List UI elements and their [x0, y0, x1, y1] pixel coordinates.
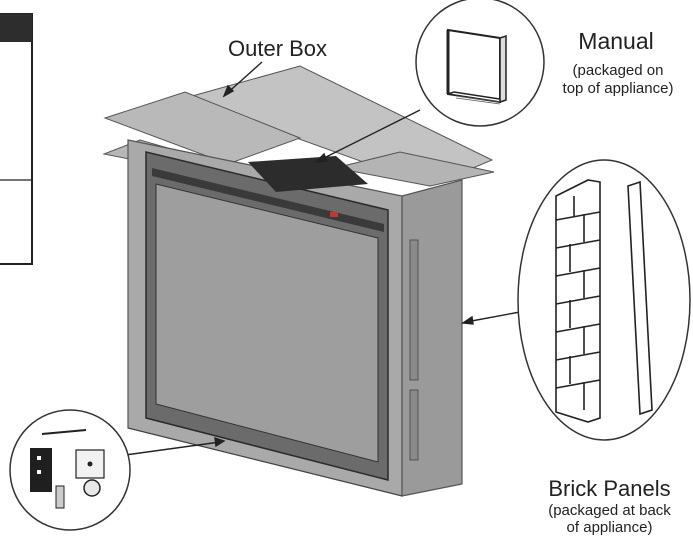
manual-note-line2: top of appliance)	[562, 80, 674, 97]
partial-table	[0, 13, 33, 265]
hardware-pointer	[117, 441, 221, 457]
top-vent	[248, 156, 368, 192]
control-strip	[152, 168, 384, 232]
brick-pointer	[465, 311, 521, 323]
box-flap-left	[103, 91, 302, 165]
fireplace-glass	[155, 183, 379, 463]
side-vents	[409, 239, 419, 461]
pointer-lines	[117, 61, 521, 457]
brick-panel-icon	[555, 179, 653, 423]
brick-panels-label: Brick Panels	[548, 476, 671, 501]
box-flap-right	[334, 151, 495, 187]
outer-box-label: Outer Box	[228, 36, 328, 61]
manual-note-line1: (packaged on	[572, 62, 664, 79]
brick-note-line2: of appliance)	[566, 519, 653, 536]
knob-icon	[83, 479, 101, 497]
brick-panels-callout	[517, 159, 691, 441]
outer-box	[102, 65, 495, 497]
manual-pointer	[319, 109, 421, 161]
clip-icon	[55, 485, 65, 509]
manual-callout	[415, 0, 545, 127]
power-indicator	[330, 212, 338, 217]
hardware-kit-icon	[30, 429, 105, 509]
manual-label: Manual	[578, 28, 654, 54]
brick-note-line1: (packaged at back	[548, 502, 671, 519]
hardware-callout	[9, 409, 131, 531]
screw-icon	[41, 429, 87, 435]
manual-note: (packaged on top of appliance)	[538, 62, 693, 98]
brick-panels-note: (packaged at back of appliance)	[527, 502, 692, 536]
book-icon	[446, 28, 507, 105]
